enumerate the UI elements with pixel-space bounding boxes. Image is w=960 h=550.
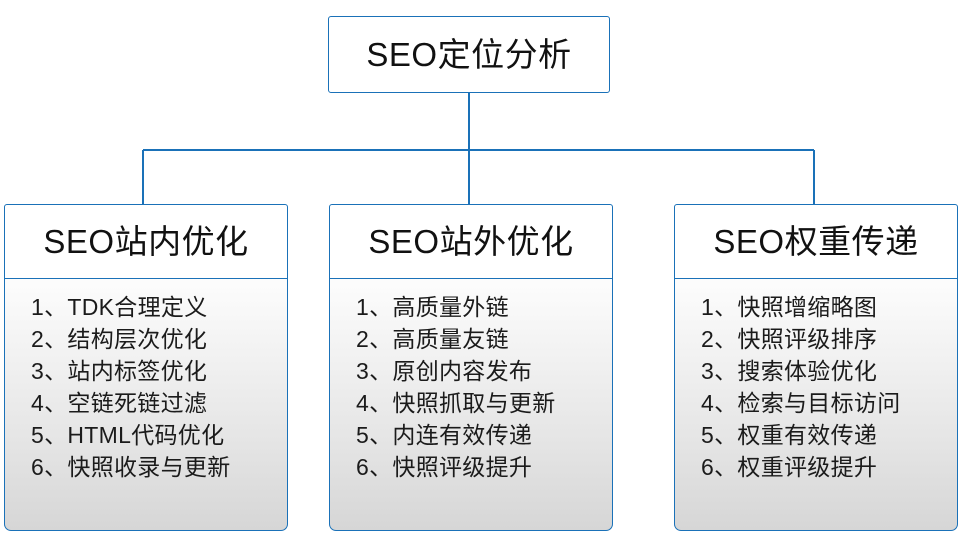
root-node: SEO定位分析 <box>328 16 610 93</box>
branch-column-1: SEO站内优化 1、TDK合理定义 2、结构层次优化 3、站内标签优化 4、空链… <box>4 204 288 532</box>
list-item: 3、原创内容发布 <box>356 358 533 385</box>
branch-body-3: 1、快照增缩略图 2、快照评级排序 3、搜索体验优化 4、检索与目标访问 5、权… <box>674 277 958 532</box>
branch-column-2: SEO站外优化 1、高质量外链 2、高质量友链 3、原创内容发布 4、快照抓取与… <box>329 204 613 532</box>
branch-item-list-2: 1、高质量外链 2、高质量友链 3、原创内容发布 4、快照抓取与更新 5、内连有… <box>330 291 612 483</box>
list-item: 6、快照收录与更新 <box>31 454 231 481</box>
branch-header-3: SEO权重传递 <box>674 204 958 279</box>
branch-item-list-3: 1、快照增缩略图 2、快照评级排序 3、搜索体验优化 4、检索与目标访问 5、权… <box>675 291 957 483</box>
branch-header-label-3: SEO权重传递 <box>713 223 919 260</box>
list-item: 4、检索与目标访问 <box>701 390 901 417</box>
list-item: 3、搜索体验优化 <box>701 358 878 385</box>
branch-body-2: 1、高质量外链 2、高质量友链 3、原创内容发布 4、快照抓取与更新 5、内连有… <box>329 277 613 532</box>
branch-header-1: SEO站内优化 <box>4 204 288 279</box>
root-node-label: SEO定位分析 <box>366 36 572 73</box>
list-item: 5、HTML代码优化 <box>31 422 225 449</box>
list-item: 1、TDK合理定义 <box>31 294 208 321</box>
list-item: 1、快照增缩略图 <box>701 294 878 321</box>
list-item: 2、快照评级排序 <box>701 326 878 353</box>
list-item: 5、权重有效传递 <box>701 422 878 449</box>
list-item: 6、快照评级提升 <box>356 454 533 481</box>
list-item: 1、高质量外链 <box>356 294 509 321</box>
list-item: 4、快照抓取与更新 <box>356 390 556 417</box>
branch-header-label-1: SEO站内优化 <box>43 223 249 260</box>
list-item: 6、权重评级提升 <box>701 454 878 481</box>
list-item: 3、站内标签优化 <box>31 358 208 385</box>
list-item: 2、高质量友链 <box>356 326 509 353</box>
list-item: 4、空链死链过滤 <box>31 390 208 417</box>
branch-header-label-2: SEO站外优化 <box>368 223 574 260</box>
branch-header-2: SEO站外优化 <box>329 204 613 279</box>
branch-body-1: 1、TDK合理定义 2、结构层次优化 3、站内标签优化 4、空链死链过滤 5、H… <box>4 277 288 532</box>
list-item: 5、内连有效传递 <box>356 422 533 449</box>
branch-column-3: SEO权重传递 1、快照增缩略图 2、快照评级排序 3、搜索体验优化 4、检索与… <box>674 204 958 532</box>
list-item: 2、结构层次优化 <box>31 326 208 353</box>
branch-item-list-1: 1、TDK合理定义 2、结构层次优化 3、站内标签优化 4、空链死链过滤 5、H… <box>5 291 287 483</box>
